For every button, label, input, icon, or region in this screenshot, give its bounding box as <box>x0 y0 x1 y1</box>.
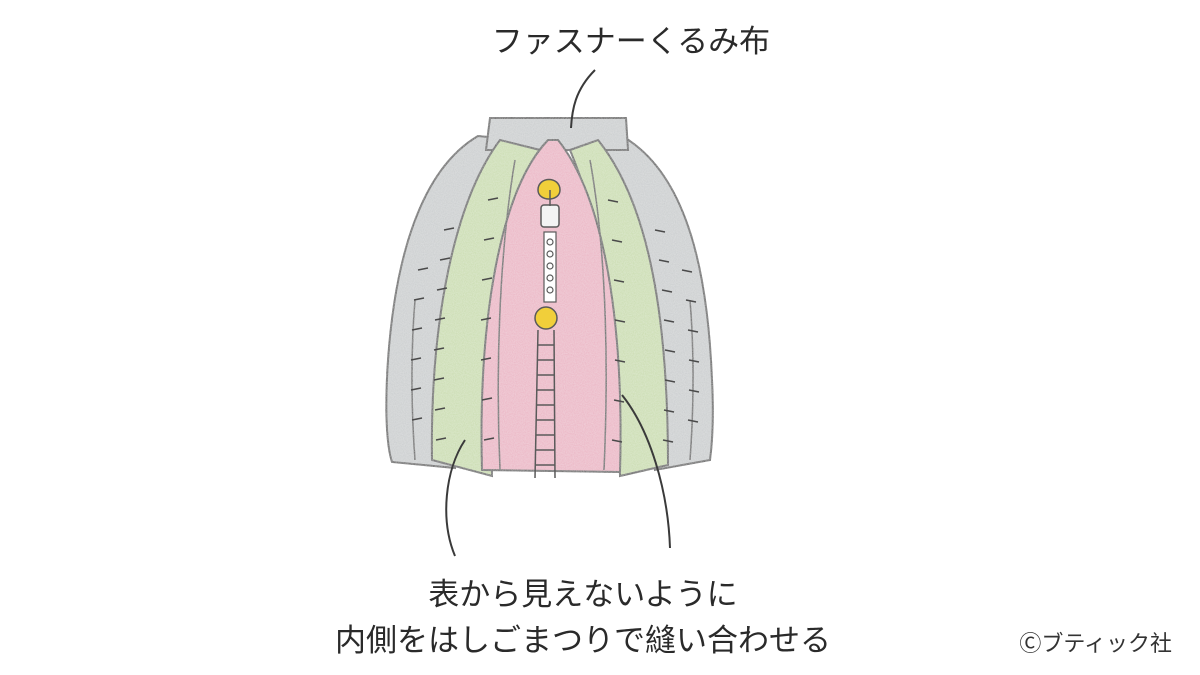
zipper-teeth <box>543 231 557 303</box>
ladder-stitches <box>410 197 700 443</box>
ladder-gap <box>534 329 556 479</box>
top-callout-label: ファスナーくるみ布 <box>491 24 771 60</box>
pink-fabric-layer <box>480 139 622 474</box>
bottom-callout-line1: 表から見えないように <box>428 577 738 613</box>
zipper-bottom-stop <box>534 306 558 330</box>
leader-bottom-left <box>445 439 466 557</box>
copyright-notice: Ⓒブティック社 <box>1019 632 1172 657</box>
zipper <box>534 178 561 479</box>
leader-top <box>570 69 596 129</box>
bottom-callout-line2: 内側をはしごまつりで縫い合わせる <box>335 623 831 659</box>
leader-bottom-right <box>621 394 671 549</box>
pink-fabric-main <box>480 139 622 474</box>
zipper-top-stop <box>537 178 561 200</box>
bottom-callout-label: 表から見えないように 内側をはしごまつりで縫い合わせる <box>0 572 1166 664</box>
zipper-slider <box>540 204 560 228</box>
leader-lines <box>445 69 671 557</box>
